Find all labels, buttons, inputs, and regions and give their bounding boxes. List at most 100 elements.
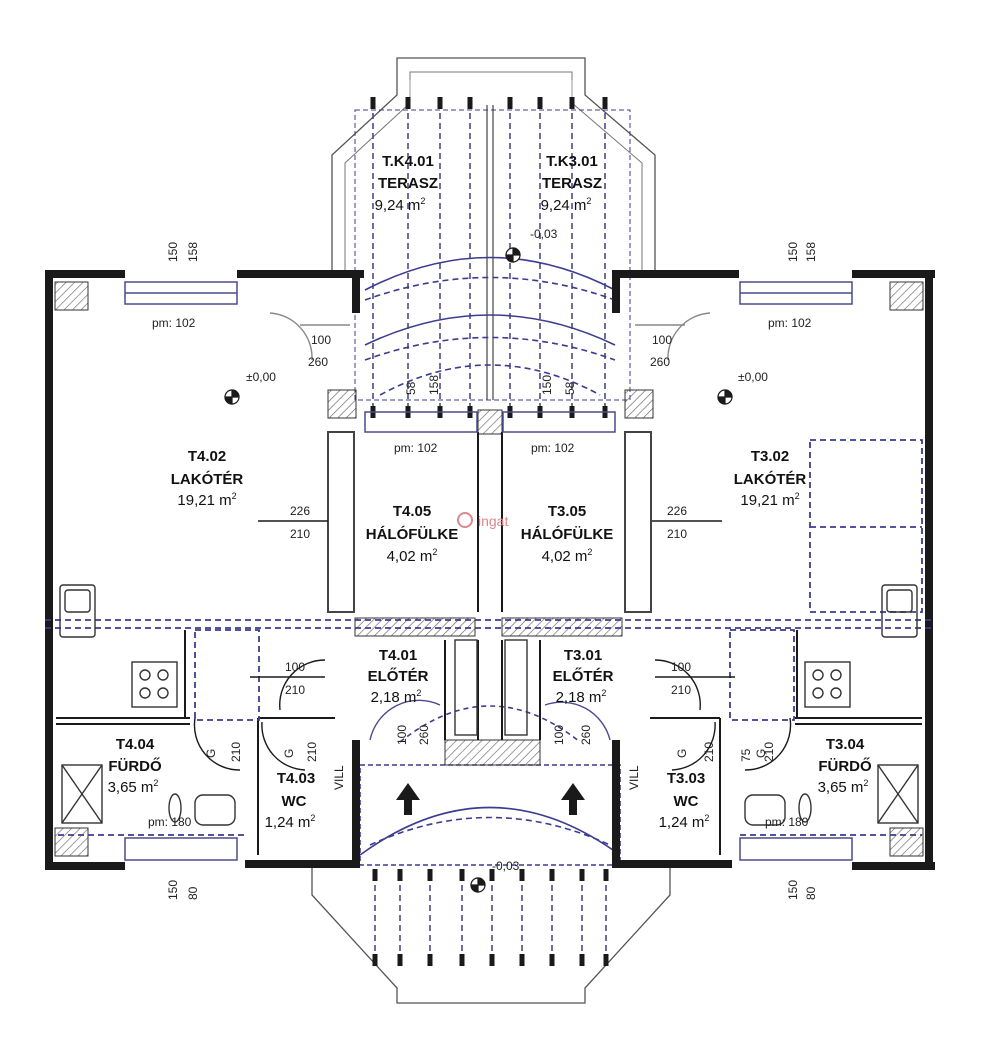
room-area: 4,02 m: [387, 548, 433, 565]
level-right: ±0,00: [738, 370, 768, 384]
svg-text:9,24 m2: 9,24 m2: [541, 196, 592, 214]
level-labels: -0,03 ±0,00 ±0,00 -0,03: [246, 227, 768, 873]
room-code: T3.01: [564, 647, 602, 664]
room-code: T4.04: [116, 736, 155, 753]
windows-top: [124, 281, 853, 861]
level-left: ±0,00: [246, 370, 276, 384]
room-name: FÜRDŐ: [108, 757, 162, 775]
level-markers: [224, 247, 733, 893]
room-area: 3,65 m: [818, 779, 864, 796]
room-name: HÁLÓFÜLKE: [521, 525, 614, 543]
terrace-divider: [486, 105, 494, 400]
post-cap: [405, 97, 411, 109]
dim-label: 210: [305, 742, 319, 762]
room-code: T.K3.01: [546, 153, 598, 170]
sill-label: pm: 102: [531, 441, 575, 455]
post-cap: [459, 954, 465, 966]
post-cap: [397, 954, 403, 966]
dim-label: 260: [308, 355, 328, 369]
dim-label: 150: [166, 880, 180, 900]
post-cap: [549, 954, 555, 966]
room-labels: T.K4.01 TERASZ 9,24 m2 T.K3.01 TERASZ 9,…: [108, 153, 872, 831]
room-area: 9,24 m: [375, 197, 421, 214]
post-cap: [603, 954, 609, 966]
area-unit: 2: [416, 688, 421, 698]
sill-label: pm: 102: [394, 441, 438, 455]
vill-mark: VILL: [332, 765, 346, 790]
room-name: TERASZ: [542, 175, 602, 192]
g-mark: G: [282, 749, 296, 758]
area-unit: 2: [586, 196, 591, 206]
post-cap: [372, 869, 378, 881]
stair-arrows: [396, 783, 585, 815]
fixtures: [59, 584, 919, 826]
sill-label: pm: 102: [768, 316, 812, 330]
dim-label: 158: [804, 242, 818, 262]
dimension-labels: 150 158 150 158 150 80 150 80 100 260 10…: [166, 242, 818, 900]
room-name: LAKÓTÉR: [171, 470, 244, 488]
room-name: FÜRDŐ: [818, 757, 872, 775]
svg-text:9,24 m2: 9,24 m2: [375, 196, 426, 214]
room-code: T3.03: [667, 770, 705, 787]
g-mark: G: [204, 749, 218, 758]
dim-label: 210: [285, 683, 305, 697]
room-code: T3.02: [751, 448, 789, 465]
room-area: 9,24 m: [541, 197, 587, 214]
room-code: T4.05: [393, 503, 431, 520]
dim-label: 80: [804, 886, 818, 900]
dim-label: 100: [285, 660, 305, 674]
post-cap: [519, 954, 525, 966]
room-name: TERASZ: [378, 175, 438, 192]
area-unit: 2: [153, 778, 158, 788]
g-mark: G: [754, 749, 768, 758]
dim-label: 210: [667, 527, 687, 541]
dim-label: 226: [667, 504, 687, 518]
post-cap: [537, 97, 543, 109]
svg-text:3,65 m2: 3,65 m2: [818, 778, 869, 796]
watermark: ingat: [457, 512, 508, 529]
room-area: 1,24 m: [265, 814, 311, 831]
sill-label: pm: 180: [765, 815, 809, 829]
room-name: HÁLÓFÜLKE: [366, 525, 459, 543]
dim-label: 210: [702, 742, 716, 762]
room-area: 2,18 m: [556, 689, 602, 706]
post-cap: [437, 97, 443, 109]
dim-label: 58: [563, 381, 577, 395]
interior-walls: [56, 431, 922, 855]
level-entrance: -0,03: [492, 859, 520, 873]
room-area: 1,24 m: [659, 814, 705, 831]
dim-label: 100: [671, 660, 691, 674]
terrace-outline: [331, 57, 656, 270]
dim-label: 260: [650, 355, 670, 369]
area-unit: 2: [795, 491, 800, 501]
dim-label: 158: [186, 242, 200, 262]
post-cap: [489, 954, 495, 966]
area-unit: 2: [232, 491, 237, 501]
level-terrace: -0,03: [530, 227, 558, 241]
svg-text:1,24 m2: 1,24 m2: [659, 813, 710, 831]
dim-label: 260: [417, 725, 431, 745]
wall-hatches: [54, 281, 924, 857]
dim-label: 58: [404, 381, 418, 395]
sill-label: pm: 102: [152, 316, 196, 330]
dim-label: 100: [311, 333, 331, 347]
room-name: ELŐTÉR: [368, 667, 429, 685]
sill-label: pm: 180: [148, 815, 192, 829]
room-name: LAKÓTÉR: [734, 470, 807, 488]
post-cap: [427, 869, 433, 881]
svg-text:4,02 m2: 4,02 m2: [387, 547, 438, 565]
post-cap: [397, 869, 403, 881]
svg-text:19,21 m2: 19,21 m2: [177, 491, 236, 509]
post-cap: [489, 869, 495, 881]
small-marks: VILL VILL G G G G: [204, 749, 768, 790]
svg-text:2,18 m2: 2,18 m2: [556, 688, 607, 706]
entrance-posts: [372, 869, 609, 966]
g-mark: G: [675, 749, 689, 758]
dim-label: 150: [540, 375, 554, 395]
svg-text:3,65 m2: 3,65 m2: [108, 778, 159, 796]
room-area: 4,02 m: [542, 548, 588, 565]
vill-mark: VILL: [627, 765, 641, 790]
area-unit: 2: [420, 196, 425, 206]
dim-label: 100: [395, 725, 409, 745]
